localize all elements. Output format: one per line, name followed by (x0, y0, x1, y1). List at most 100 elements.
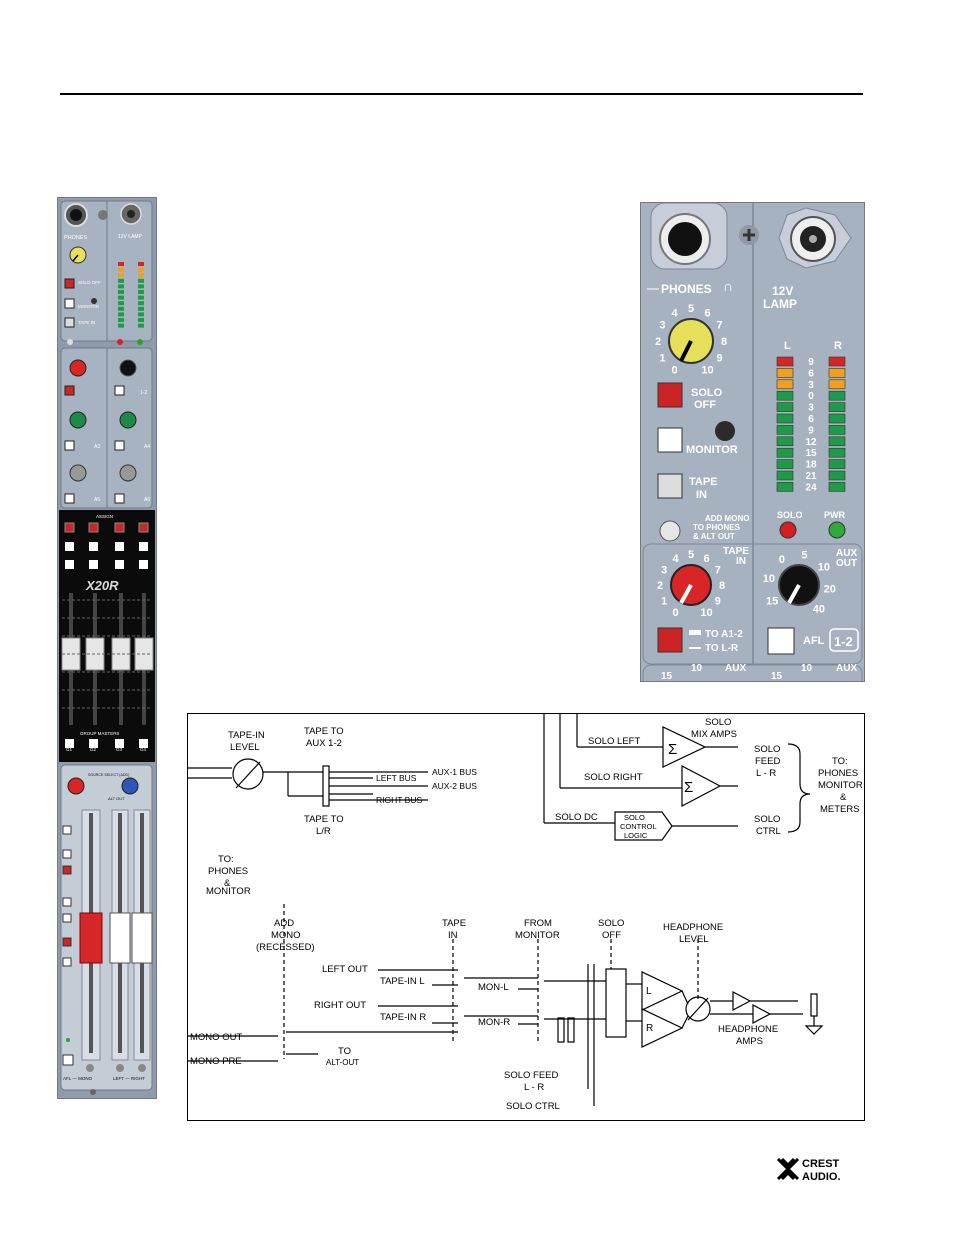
strip-meter-left-led (118, 262, 124, 266)
add-mono-button[interactable] (659, 520, 681, 542)
assign-solo-button (138, 522, 149, 533)
strip-meters (118, 262, 144, 328)
solo-feed-2: FEED (755, 756, 780, 767)
tape-in-level-knob[interactable] (69, 359, 87, 377)
add-mono-1: ADD (274, 918, 294, 929)
diagram-artwork: TAPE-IN LEVEL TAPE TO AUX 1-2 TAPE TO L/… (188, 714, 863, 1112)
solo-feed-lr-1: SOLO FEED (504, 1070, 559, 1081)
phones-dial-number: 2 (655, 336, 661, 348)
strip-meter-right-led (138, 262, 144, 266)
aux-6-knob[interactable] (119, 464, 137, 482)
meter-scale-label: 0 (808, 391, 814, 402)
pwr-led-label: PWR (824, 510, 845, 520)
aux-3-knob[interactable] (69, 411, 87, 429)
tape-in-l: TAPE-IN L (380, 976, 425, 987)
strip-artwork: PHONES 12V LAMP SOLO OFF MONITOR TAPE IN… (59, 200, 155, 1095)
aux-5-knob[interactable] (69, 464, 87, 482)
header-rule (60, 93, 863, 95)
solo-right-label: SOLO RIGHT (584, 772, 643, 783)
zoom-lamp-line1: 12V (772, 284, 793, 298)
meter-left-led (776, 459, 794, 469)
tape-to-button[interactable] (657, 627, 683, 653)
strip-meter-right-led (138, 306, 144, 311)
assign-left-button (139, 542, 148, 551)
meter-right-led (828, 368, 846, 378)
strip-meter-right-led (138, 323, 144, 328)
aux2-bus: AUX-2 BUS (432, 781, 477, 791)
left-bus: LEFT BUS (376, 773, 417, 783)
afl-a5-button[interactable] (64, 493, 75, 504)
solo-off-button[interactable] (64, 278, 75, 289)
solo-off-button[interactable] (657, 382, 683, 408)
g2-label: G2 (90, 747, 97, 752)
tape-in-button[interactable] (657, 473, 683, 499)
afl-a4-button[interactable] (114, 440, 125, 451)
strip-meter-left-led (118, 306, 124, 311)
svg-text:15: 15 (771, 671, 783, 681)
source-select-button (62, 957, 72, 967)
meter-right-led (828, 413, 846, 424)
to-phones-r-3: MONITOR (818, 780, 863, 791)
aux-4-knob[interactable] (119, 411, 137, 429)
source-select-button (62, 897, 72, 907)
tape-to-button[interactable] (64, 385, 75, 396)
to-phones-r-5: METERS (820, 804, 860, 815)
meter-scale-label: 6 (808, 414, 814, 425)
logo-line1: CREST (802, 1158, 840, 1170)
zoom-monitor-label: MONITOR (686, 444, 738, 456)
solo-left-amp (662, 726, 707, 768)
source-select-button (62, 865, 72, 875)
left-right-label: LEFT — RIGHT (113, 1076, 145, 1081)
meter-scale-label: 9 (808, 425, 814, 436)
assign-left-button (65, 542, 74, 551)
meter-right-label: R (834, 340, 842, 352)
right-out: RIGHT OUT (314, 1000, 366, 1011)
tape-in-r: TAPE-IN R (380, 1012, 426, 1023)
strip-meter-right-led (138, 284, 144, 289)
add-mono-button[interactable] (67, 339, 73, 345)
strip-meter-right-led (138, 301, 144, 306)
zoom-aux-out-1: AUX (836, 548, 857, 559)
zoom-tape-in-1: TAPE (723, 546, 749, 557)
svg-text:10: 10 (691, 663, 703, 674)
to-phones-l-1: TO: (218, 854, 234, 865)
meter-left-led (776, 413, 794, 424)
left-out: LEFT OUT (322, 964, 368, 975)
group-masters-label: GROUP MASTERS (80, 731, 119, 736)
meter-right-led (828, 379, 846, 390)
pwr-led (137, 339, 143, 345)
afl-1-2-button[interactable] (114, 385, 125, 396)
to-phones-r-2: PHONES (818, 768, 858, 779)
afl-a3-button[interactable] (64, 440, 75, 451)
afl-a6-button[interactable] (114, 493, 125, 504)
tape-to-aux-1: TAPE TO (304, 726, 344, 737)
strip-meter-left-led (118, 318, 124, 322)
to-phones-l-4: MONITOR (206, 886, 251, 897)
tape-in-button[interactable] (64, 317, 75, 328)
g4-label: G4 (140, 747, 147, 752)
alt-out-level-knob[interactable] (121, 777, 139, 795)
monitor-level-knob[interactable] (67, 777, 85, 795)
monitor-button[interactable] (657, 427, 683, 453)
hp-amps-2: AMPS (736, 1036, 763, 1047)
meter-right-led (828, 470, 846, 481)
meter-right-led (828, 390, 846, 401)
afl-button[interactable] (767, 627, 795, 655)
svg-text:AUX: AUX (836, 663, 857, 674)
crest-logo-mark: CREST AUDIO. (776, 1157, 841, 1183)
monitor-button[interactable] (64, 298, 75, 309)
phones-dial-number: 0 (671, 365, 677, 377)
meter-left-led (776, 368, 794, 378)
crest-audio-logo: CREST AUDIO. (776, 1155, 866, 1183)
meter-left-led (776, 482, 794, 492)
strip-meter-left-led (118, 267, 124, 272)
to-phones-r-1: TO: (832, 756, 848, 767)
headphone-amp-2 (752, 1004, 772, 1024)
mon-l: MON-L (478, 982, 509, 993)
to-lr-label: TO L-R (705, 643, 739, 654)
aux-1-2-knob[interactable] (119, 359, 137, 377)
tape-dial-number: 5 (688, 549, 694, 561)
logo-line2: AUDIO. (802, 1171, 841, 1183)
tape-dial-number: 8 (719, 580, 725, 592)
to-phones-l-3: & (224, 878, 231, 889)
